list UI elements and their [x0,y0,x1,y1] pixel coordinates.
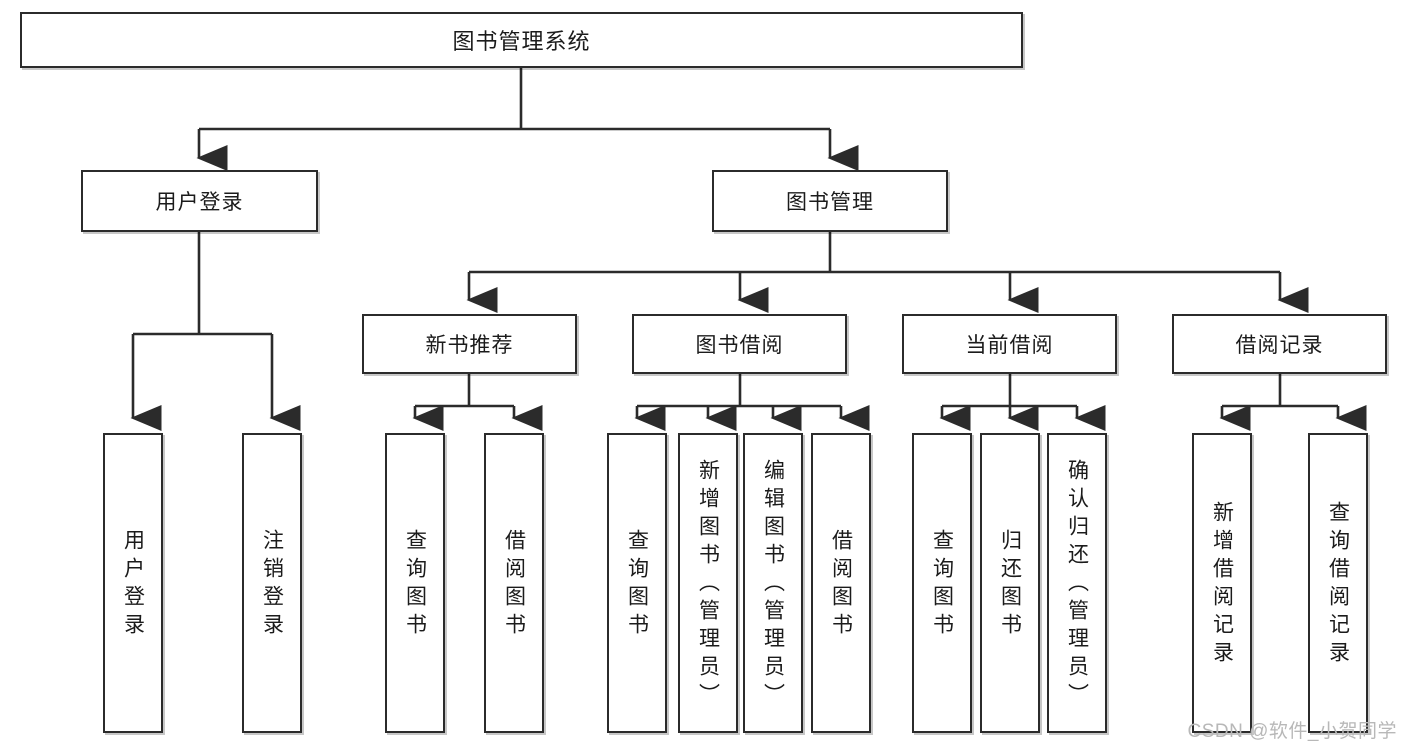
node-new-book-recommend-label: 新书推荐 [425,334,514,357]
leaf-current-confirm-return-label: 确认归还（管理员） [1065,459,1089,711]
leaf-record-add[interactable]: 新增借阅记录 [1192,433,1252,733]
leaf-borrow-borrow-book[interactable]: 借阅图书 [811,433,871,733]
node-root[interactable]: 图书管理系统 [20,12,1023,68]
node-book-borrow-label: 图书借阅 [695,334,784,357]
leaf-newbook-query[interactable]: 查询图书 [385,433,445,733]
leaf-record-add-label: 新增借阅记录 [1210,501,1234,669]
node-borrow-record-label: 借阅记录 [1235,334,1324,357]
node-root-label: 图书管理系统 [452,29,591,54]
leaf-current-return-label: 归还图书 [998,529,1022,641]
leaf-record-query-label: 查询借阅记录 [1326,501,1350,669]
leaf-borrow-query-label: 查询图书 [625,529,649,641]
leaf-current-query[interactable]: 查询图书 [912,433,972,733]
leaf-user-login-label: 用户登录 [121,529,145,641]
leaf-newbook-query-label: 查询图书 [403,529,427,641]
leaf-borrow-add-book-label: 新增图书（管理员） [696,459,720,711]
node-borrow-record[interactable]: 借阅记录 [1172,314,1387,374]
node-book-management-label: 图书管理 [786,191,874,214]
leaf-borrow-borrow-book-label: 借阅图书 [829,529,853,641]
node-book-borrow[interactable]: 图书借阅 [632,314,847,374]
node-current-borrow[interactable]: 当前借阅 [902,314,1117,374]
leaf-user-logout[interactable]: 注销登录 [242,433,302,733]
leaf-user-logout-label: 注销登录 [260,529,284,641]
leaf-current-confirm-return[interactable]: 确认归还（管理员） [1047,433,1107,733]
leaf-borrow-edit-book-label: 编辑图书（管理员） [761,459,785,711]
node-new-book-recommend[interactable]: 新书推荐 [362,314,577,374]
leaf-current-return[interactable]: 归还图书 [980,433,1040,733]
node-user-login[interactable]: 用户登录 [81,170,318,232]
node-user-login-label: 用户登录 [155,191,244,214]
leaf-record-query[interactable]: 查询借阅记录 [1308,433,1368,733]
node-current-borrow-label: 当前借阅 [965,334,1054,357]
leaf-newbook-borrow-label: 借阅图书 [502,529,526,641]
csdn-watermark: CSDN @软件_小贺同学 [1187,721,1397,742]
node-book-management[interactable]: 图书管理 [712,170,948,232]
leaf-borrow-edit-book[interactable]: 编辑图书（管理员） [743,433,803,733]
leaf-user-login[interactable]: 用户登录 [103,433,163,733]
leaf-newbook-borrow[interactable]: 借阅图书 [484,433,544,733]
edges [130,68,1367,431]
leaf-borrow-query[interactable]: 查询图书 [607,433,667,733]
leaf-borrow-add-book[interactable]: 新增图书（管理员） [678,433,738,733]
leaf-current-query-label: 查询图书 [930,529,954,641]
